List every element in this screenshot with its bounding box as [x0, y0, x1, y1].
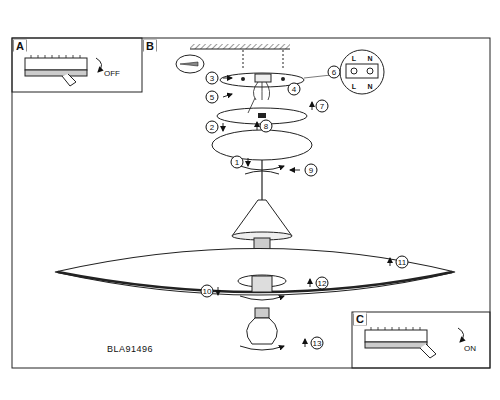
callout-number: 10 — [201, 285, 214, 298]
callout-number: 8 — [260, 120, 273, 133]
model-number: BLA91496 — [107, 345, 153, 354]
callout-number: 11 — [396, 256, 409, 269]
callout-number: 7 — [316, 100, 329, 113]
panel-letter: C — [354, 313, 366, 326]
callout-number: 1 — [231, 156, 244, 169]
terminal-label: N — [366, 83, 373, 90]
callout-number: 2 — [206, 121, 219, 134]
panel-letter: A — [14, 40, 26, 53]
terminal-label: L — [351, 55, 357, 62]
callout-number: 3 — [206, 72, 219, 85]
terminal-label: L — [351, 83, 357, 90]
panel-letter: B — [144, 40, 156, 53]
callout-number: 12 — [316, 277, 329, 290]
callout-number: 9 — [305, 164, 318, 177]
callout-number: 4 — [288, 83, 301, 96]
callout-number: 5 — [206, 91, 219, 104]
callout-number: 13 — [311, 337, 324, 350]
switch-state: OFF — [104, 70, 120, 78]
callout-number: 6 — [328, 66, 341, 79]
terminal-label: N — [366, 55, 373, 62]
switch-state: ON — [464, 345, 476, 353]
